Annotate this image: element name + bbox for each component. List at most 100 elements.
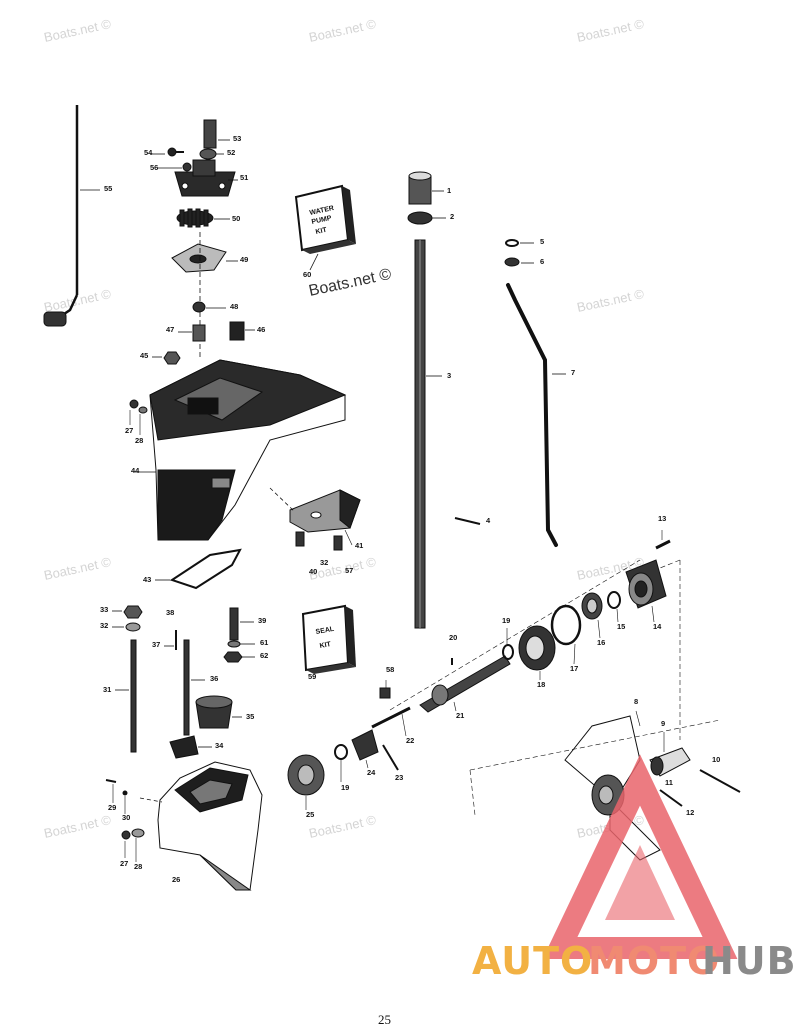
callout-label-33: 33 [100, 605, 108, 614]
callout-label-10: 10 [712, 755, 720, 764]
callout-label-9: 9 [661, 719, 665, 728]
automotohub-logo: AUTO MOTO HUB [472, 754, 797, 983]
callout-label-56: 56 [150, 163, 158, 172]
callout-label-57: 57 [345, 566, 353, 575]
center-watermark: Boats.net © [307, 266, 393, 300]
callout-label-27: 27 [125, 426, 133, 435]
part-34-35 [169, 695, 242, 759]
callout-label-53: 53 [233, 134, 241, 143]
callout-label-32: 32 [320, 558, 328, 567]
callout-label-36: 36 [210, 674, 218, 683]
callout-label-21: 21 [456, 711, 464, 720]
seal-box-line2: KIT [319, 641, 332, 650]
callout-label-14: 14 [653, 622, 662, 631]
callout-label-17: 17 [570, 664, 578, 673]
callout-label-15: 15 [617, 622, 625, 631]
callout-label-40: 40 [309, 567, 317, 576]
callout-label-24: 24 [367, 768, 376, 777]
callout-label-16: 16 [597, 638, 605, 647]
callout-label-28: 28 [134, 862, 142, 871]
callout-label-19: 19 [502, 616, 510, 625]
callout-label-55: 55 [104, 184, 112, 193]
callout-label-2: 2 [450, 212, 454, 221]
watermark-text: Boats.net © [576, 286, 646, 315]
callout-label-41: 41 [355, 541, 363, 550]
callout-label-34: 34 [215, 741, 224, 750]
callout-label-37: 37 [152, 640, 160, 649]
callout-label-12: 12 [686, 808, 694, 817]
callout-label-35: 35 [246, 712, 254, 721]
watermark-text: Boats.net © [43, 16, 113, 45]
driveshaft-group [407, 171, 481, 629]
callout-label-3: 3 [447, 371, 451, 380]
part-27-28-top [129, 399, 148, 435]
callout-label-8: 8 [634, 697, 638, 706]
callout-label-27: 27 [120, 859, 128, 868]
callout-label-13: 13 [658, 514, 666, 523]
callout-label-30: 30 [122, 813, 130, 822]
part-55-shift-rod [43, 105, 100, 327]
callout-label-32: 32 [100, 621, 108, 630]
callout-label-52: 52 [227, 148, 235, 157]
callout-labels: 1234567891011121314151617181920212223241… [100, 134, 720, 884]
callout-label-25: 25 [306, 810, 314, 819]
kit-box-line3: KIT [315, 227, 328, 236]
callout-label-62: 62 [260, 651, 268, 660]
callout-label-61: 61 [260, 638, 268, 647]
callout-label-6: 6 [540, 257, 544, 266]
logo-part-hub: HUB [702, 939, 797, 983]
water-pump-kit-box: WATER PUMP KIT [294, 184, 356, 271]
water-pump-group [150, 119, 255, 365]
page-number: 25 [378, 1012, 391, 1024]
callout-label-51: 51 [240, 173, 248, 182]
upper-gear-housing [135, 359, 347, 541]
callout-label-20: 20 [449, 633, 457, 642]
callout-label-4: 4 [486, 516, 491, 525]
kit-box-line1: WATER [309, 205, 335, 217]
part-29-30 [105, 779, 128, 814]
part-41-cover [269, 487, 361, 551]
callout-label-45: 45 [140, 351, 148, 360]
callout-label-23: 23 [395, 773, 403, 782]
callout-label-50: 50 [232, 214, 240, 223]
callout-label-7: 7 [571, 368, 575, 377]
kit-box-line2: PUMP [311, 215, 333, 226]
callout-label-11: 11 [665, 778, 673, 787]
shift-rod-group [504, 239, 566, 547]
logo-part-auto: AUTO [472, 939, 593, 983]
callout-label-46: 46 [257, 325, 265, 334]
callout-label-38: 38 [166, 608, 174, 617]
callout-label-43: 43 [143, 575, 151, 584]
callout-label-29: 29 [108, 803, 116, 812]
callout-label-1: 1 [447, 186, 451, 195]
part-27-28-bottom [121, 828, 145, 862]
part-43-gasket [155, 548, 242, 590]
callout-label-58: 58 [386, 665, 394, 674]
watermark-text: Boats.net © [308, 16, 378, 45]
callout-label-26: 26 [172, 875, 180, 884]
callout-label-5: 5 [540, 237, 544, 246]
callout-label-18: 18 [537, 680, 545, 689]
logo-part-moto: MOTO [588, 939, 720, 983]
callout-label-47: 47 [166, 325, 174, 334]
watermark-text: Boats.net © [308, 812, 378, 841]
watermark-text: Boats.net © [308, 554, 378, 583]
callout-label-19: 19 [341, 783, 349, 792]
watermark-text: Boats.net © [576, 16, 646, 45]
callout-label-60: 60 [303, 270, 311, 279]
callout-label-44: 44 [131, 466, 140, 475]
lower-gearcase [139, 761, 263, 891]
callout-label-48: 48 [230, 302, 238, 311]
callout-label-59: 59 [308, 672, 316, 681]
callout-label-39: 39 [258, 616, 266, 625]
seal-kit-box: SEAL KIT [301, 604, 356, 674]
callout-label-28: 28 [135, 436, 143, 445]
watermark-text: Boats.net © [43, 554, 113, 583]
callout-label-31: 31 [103, 685, 111, 694]
stud-group [112, 605, 255, 753]
watermark-text: Boats.net © [43, 812, 113, 841]
seal-box-line1: SEAL [315, 626, 335, 636]
callout-label-22: 22 [406, 736, 414, 745]
callout-label-49: 49 [240, 255, 248, 264]
